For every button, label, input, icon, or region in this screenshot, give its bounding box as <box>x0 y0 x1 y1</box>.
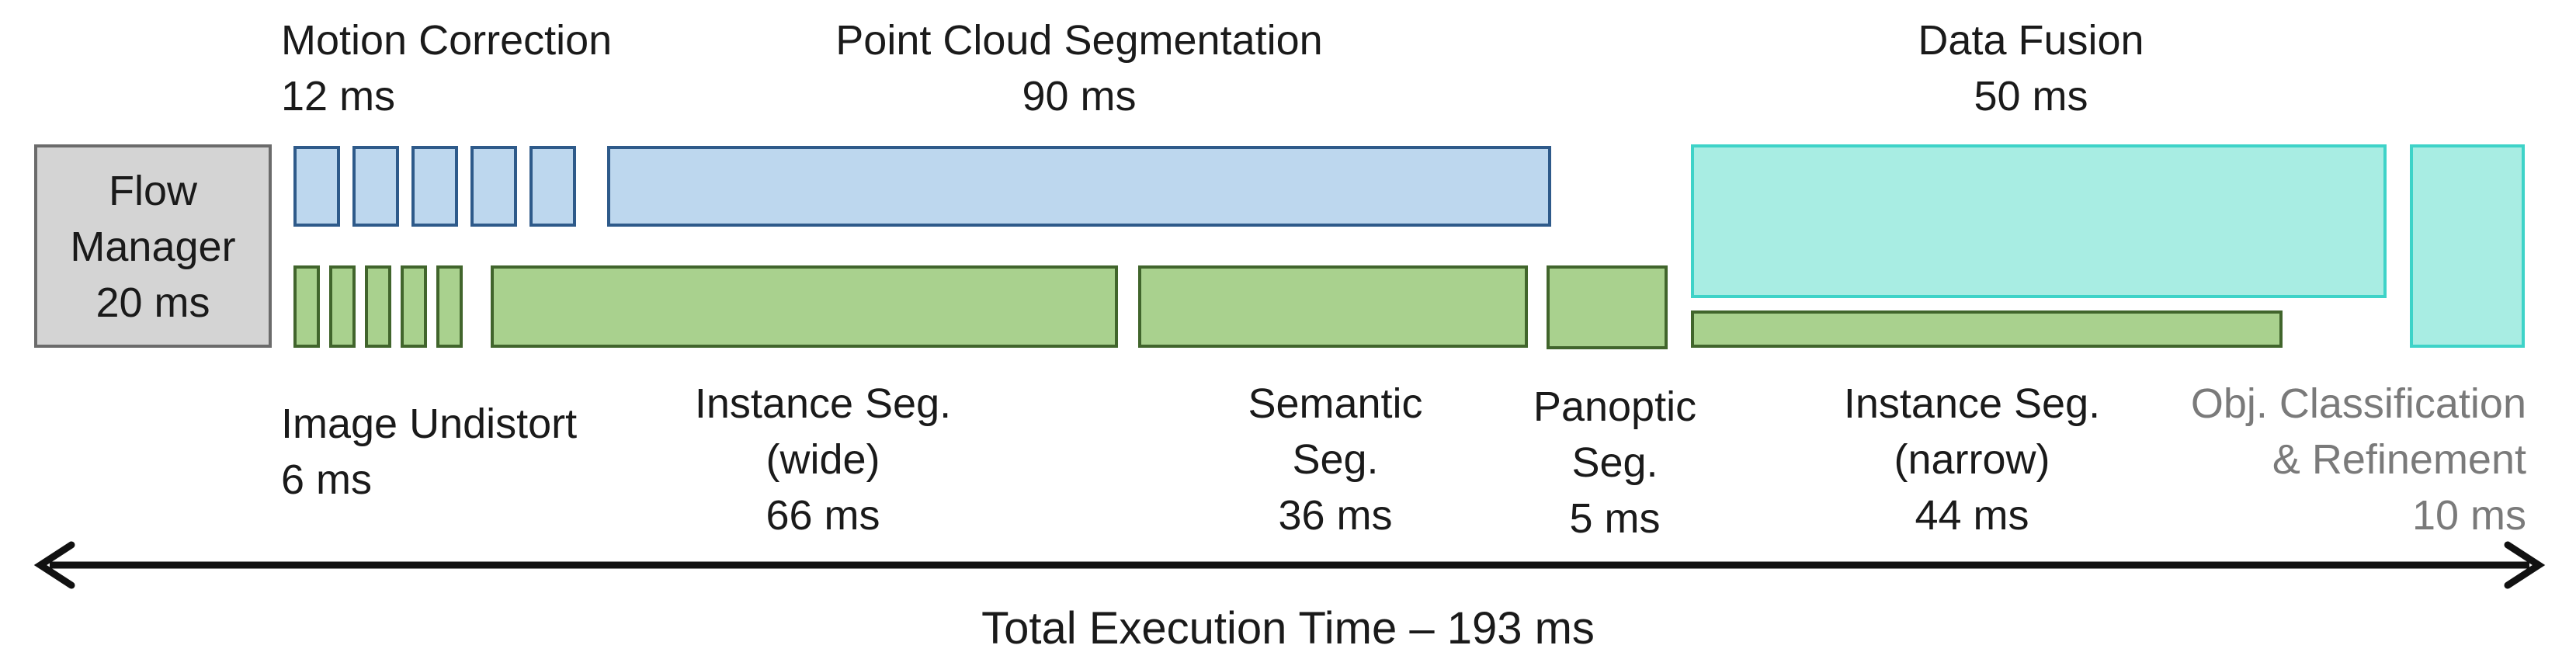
flow-manager-line2: Manager <box>70 224 236 270</box>
obj-classification-label: Obj. Classification & Refinement 10 ms <box>2096 376 2526 543</box>
flow-manager-block <box>34 144 272 348</box>
instance-seg-narrow-time: 44 ms <box>1915 492 2029 539</box>
panoptic-seg-block <box>1547 265 1668 349</box>
obj-classification-line1: Obj. Classification <box>2190 380 2526 427</box>
motion-correction-block <box>529 146 576 227</box>
flow-manager-label: Flow Manager 20 ms <box>34 163 272 331</box>
data-fusion-name: Data Fusion <box>1918 17 2144 64</box>
instance-seg-wide-label: Instance Seg. (wide) 66 ms <box>637 376 1009 543</box>
instance-seg-wide-time: 66 ms <box>766 492 880 539</box>
instance-seg-wide-line1: Instance Seg. <box>694 380 952 427</box>
semantic-seg-line2: Seg. <box>1292 436 1379 483</box>
point-cloud-segmentation-block <box>607 146 1551 227</box>
instance-seg-narrow-line2: (narrow) <box>1894 436 2050 483</box>
motion-correction-name: Motion Correction <box>281 17 613 64</box>
instance-seg-wide-block <box>491 265 1118 348</box>
obj-classification-line2: & Refinement <box>2272 436 2526 483</box>
image-undistort-time: 6 ms <box>281 456 373 503</box>
motion-correction-time: 12 ms <box>281 73 396 120</box>
image-undistort-block <box>293 265 320 348</box>
motion-correction-block <box>352 146 399 227</box>
instance-seg-narrow-line1: Instance Seg. <box>1843 380 2101 427</box>
motion-correction-label: Motion Correction 12 ms <box>281 12 612 124</box>
image-undistort-label: Image Undistort 6 ms <box>281 396 577 508</box>
motion-correction-block <box>411 146 458 227</box>
point-cloud-segmentation-label: Point Cloud Segmentation 90 ms <box>776 12 1382 124</box>
panoptic-seg-line2: Seg. <box>1571 439 1658 486</box>
motion-correction-block <box>293 146 340 227</box>
image-undistort-block <box>401 265 427 348</box>
obj-classification-block <box>2410 144 2525 348</box>
semantic-seg-time: 36 ms <box>1278 492 1393 539</box>
point-cloud-segmentation-time: 90 ms <box>1022 73 1137 120</box>
instance-seg-wide-line2: (wide) <box>766 436 880 483</box>
image-undistort-block <box>436 265 463 348</box>
point-cloud-segmentation-name: Point Cloud Segmentation <box>835 17 1323 64</box>
flow-manager-time: 20 ms <box>95 279 210 326</box>
data-fusion-block <box>1691 144 2387 298</box>
semantic-seg-line1: Semantic <box>1248 380 1423 427</box>
panoptic-seg-line1: Panoptic <box>1533 383 1697 430</box>
semantic-seg-label: Semantic Seg. 36 ms <box>1180 376 1491 543</box>
total-execution-label: Total Execution Time – 193 ms <box>981 603 1595 654</box>
instance-seg-narrow-block <box>1691 310 2283 348</box>
flow-manager-line1: Flow <box>108 168 197 214</box>
data-fusion-time: 50 ms <box>1974 73 2088 120</box>
instance-seg-narrow-label: Instance Seg. (narrow) 44 ms <box>1786 376 2158 543</box>
image-undistort-block <box>365 265 391 348</box>
obj-classification-time: 10 ms <box>2411 492 2526 539</box>
semantic-seg-block <box>1138 265 1528 348</box>
image-undistort-block <box>329 265 356 348</box>
panoptic-seg-label: Panoptic Seg. 5 ms <box>1491 379 1739 546</box>
data-fusion-label: Data Fusion 50 ms <box>1845 12 2217 124</box>
motion-correction-block <box>470 146 517 227</box>
image-undistort-name: Image Undistort <box>281 401 578 447</box>
panoptic-seg-time: 5 ms <box>1569 495 1661 542</box>
